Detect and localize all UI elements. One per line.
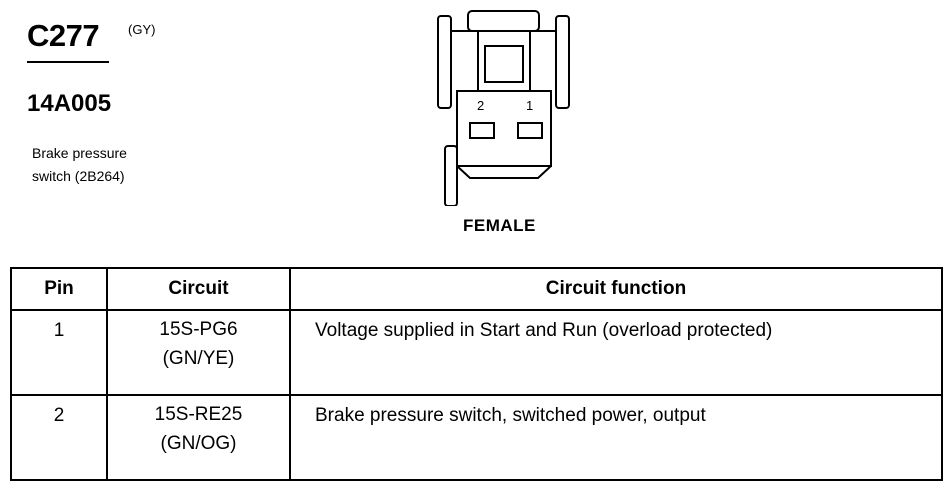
header-circuit: Circuit [106, 267, 291, 311]
description-line-2: switch (2B264) [32, 168, 125, 184]
gender-label: FEMALE [463, 216, 536, 235]
title-underline [27, 61, 109, 63]
circuit-cell: 15S-RE25 (GN/OG) [106, 394, 291, 481]
circuit-cell: 15S-PG6 (GN/YE) [106, 309, 291, 396]
connector-face-diagram: 2 1 [437, 10, 570, 206]
connector-body [456, 90, 552, 167]
pin-2-cavity [469, 122, 495, 139]
circuit-wire-color: (GN/YE) [162, 348, 235, 369]
pinout-table: Pin Circuit Circuit function 1 15S-PG6 (… [10, 267, 943, 481]
lower-left-latch [444, 145, 458, 206]
connector-base [456, 165, 552, 179]
left-latch-arm [437, 15, 452, 109]
top-latch [467, 10, 540, 32]
circuit-code: 15S-PG6 [159, 319, 238, 340]
pin-1-cavity [517, 122, 543, 139]
pin-label-1: 1 [526, 98, 533, 113]
circuit-code: 15S-RE25 [154, 404, 243, 425]
part-number: 14A005 [27, 90, 112, 117]
connector-color: (GY) [128, 22, 156, 37]
pin-cell: 2 [10, 394, 108, 481]
table-header-row: Pin Circuit Circuit function [10, 267, 943, 311]
circuit-wire-color: (GN/OG) [160, 433, 237, 454]
pin-label-2: 2 [477, 98, 484, 113]
table-row: 2 15S-RE25 (GN/OG) Brake pressure switch… [10, 394, 943, 481]
pin-cell: 1 [10, 309, 108, 396]
function-cell: Brake pressure switch, switched power, o… [289, 394, 943, 481]
description-line-1: Brake pressure [32, 145, 127, 161]
lock-window [484, 45, 524, 83]
header-pin: Pin [10, 267, 108, 311]
table-row: 1 15S-PG6 (GN/YE) Voltage supplied in St… [10, 309, 943, 396]
right-latch-arm [555, 15, 570, 109]
header-circuit-function: Circuit function [289, 267, 943, 311]
connector-id: C277 [27, 18, 100, 53]
function-cell: Voltage supplied in Start and Run (overl… [289, 309, 943, 396]
